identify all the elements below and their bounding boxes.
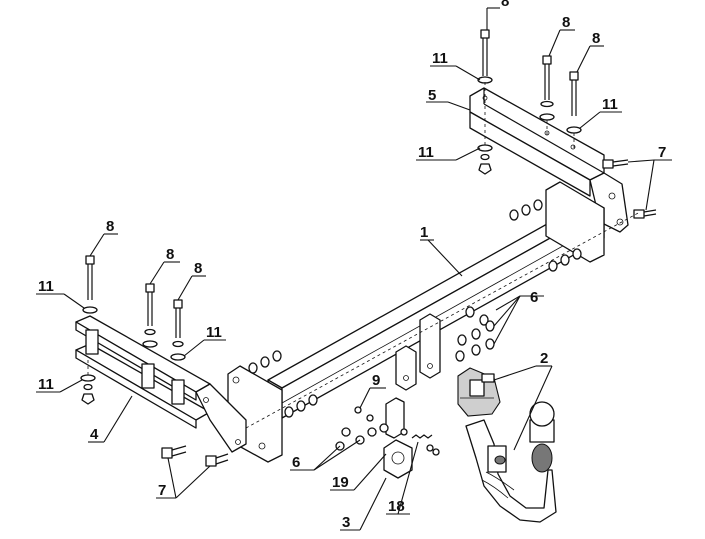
callout-11-top-right-a: 11: [432, 50, 448, 67]
callout-7-left: 7: [158, 482, 166, 499]
bolts-left-top: [80, 255, 186, 405]
bolts-right-side: [602, 159, 657, 219]
callout-8-left-c: 8: [194, 260, 202, 277]
callout-6-left: 6: [292, 454, 300, 471]
bolts-right-top: [477, 29, 582, 175]
callout-9: 9: [372, 372, 380, 389]
callout-11-left-b: 11: [206, 324, 222, 341]
callout-5: 5: [428, 87, 436, 104]
callout-4: 4: [90, 426, 99, 443]
callout-8-left-b: 8: [166, 246, 174, 263]
callout-19: 19: [332, 474, 349, 491]
callout-6-right: 6: [530, 289, 538, 306]
callout-3: 3: [342, 514, 350, 531]
callout-leaders: [36, 7, 672, 531]
callout-7-right: 7: [658, 144, 666, 161]
callout-11-top-right-b: 11: [602, 96, 618, 113]
beam-fasteners: [248, 199, 582, 418]
main-cross-beam: [227, 181, 641, 463]
left-mounting-bracket: [75, 315, 247, 453]
socket-bracket: [335, 397, 440, 479]
callout-11-left-a: 11: [38, 278, 54, 295]
callout-8-top-right-b: 8: [562, 14, 570, 31]
callout-11-left-c: 11: [38, 376, 54, 393]
tow-ball-neck: [465, 401, 557, 523]
callout-11-top-right-c: 11: [418, 144, 434, 161]
bolts-left-side: [161, 445, 229, 467]
callout-8-top-right-a: 8: [501, 0, 509, 10]
electrical-socket: [457, 367, 501, 417]
callout-8-left-a: 8: [106, 218, 114, 235]
callout-2: 2: [540, 350, 548, 367]
callout-8-top-right-c: 8: [592, 30, 600, 47]
callout-18: 18: [388, 498, 405, 515]
right-mounting-bracket: [469, 87, 629, 233]
callout-labels: 8 8 8 11 5 11 11 7 1 8 8 8 11 6 11 2 9 1…: [38, 0, 666, 531]
callout-1: 1: [420, 224, 428, 241]
